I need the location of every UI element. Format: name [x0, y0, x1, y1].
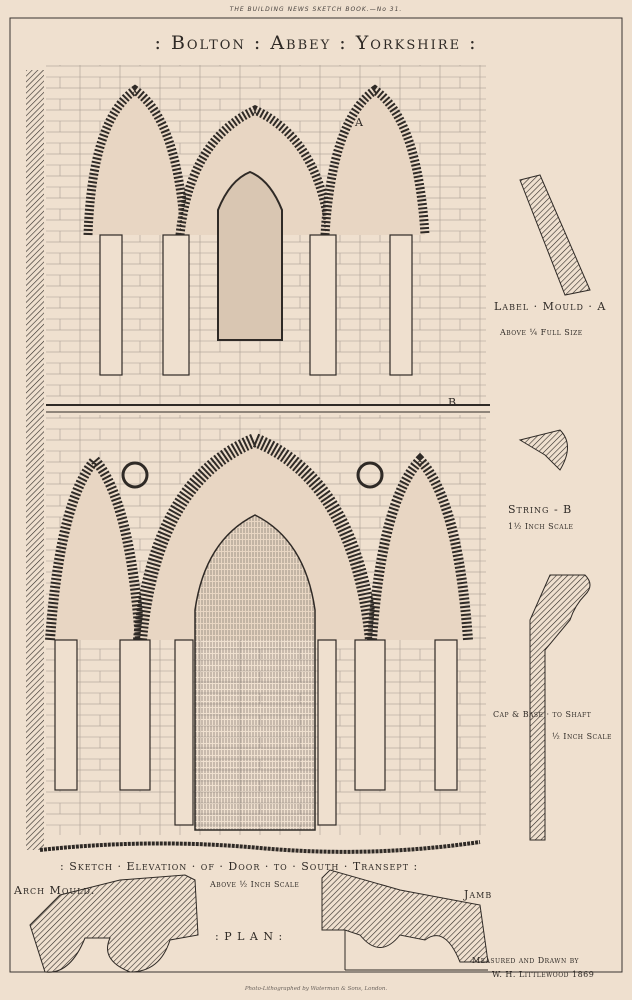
label-mould-detail [519, 174, 591, 296]
credit-line-2: W. H. Littlewood 1869 [492, 970, 595, 979]
cap-base-detail [529, 574, 591, 841]
jamb-label: Jamb [464, 888, 493, 901]
wall-section [26, 70, 44, 850]
credit-line-1: Measured and Drawn by [472, 956, 580, 965]
mark-a: A [355, 116, 364, 129]
printer-footer: Photo-Lithographed by Waterman & Sons, L… [244, 986, 388, 992]
publication-header: THE BUILDING NEWS SKETCH BOOK.—No 31. [229, 6, 403, 13]
string-detail [518, 429, 568, 471]
label-mould-title: Label · Mould · A [494, 300, 607, 313]
string-scale: 1½ Inch Scale [508, 522, 574, 531]
cap-base-scale: ½ Inch Scale [552, 732, 612, 741]
cap-base-title: Cap & Base · to Shaft [493, 710, 592, 719]
mark-b: B [448, 396, 458, 409]
upper-arcade [46, 65, 490, 413]
lower-doorway [39, 415, 486, 854]
page-title: : Bolton : Abbey : Yorkshire : [154, 32, 478, 54]
arch-mould-plan [29, 874, 199, 973]
jamb-plan [321, 869, 489, 963]
page-frame [9, 17, 623, 973]
elevation-caption: : Sketch · Elevation · of · Door · to · … [60, 860, 419, 873]
arch-mould-label: Arch Mould. [14, 884, 96, 897]
plan-label: : P L A N : [215, 930, 284, 943]
plan-scale: Above ½ Inch Scale [210, 880, 300, 889]
label-mould-scale: Above ¼ Full Size [500, 328, 583, 337]
string-title: String - B [508, 503, 573, 516]
